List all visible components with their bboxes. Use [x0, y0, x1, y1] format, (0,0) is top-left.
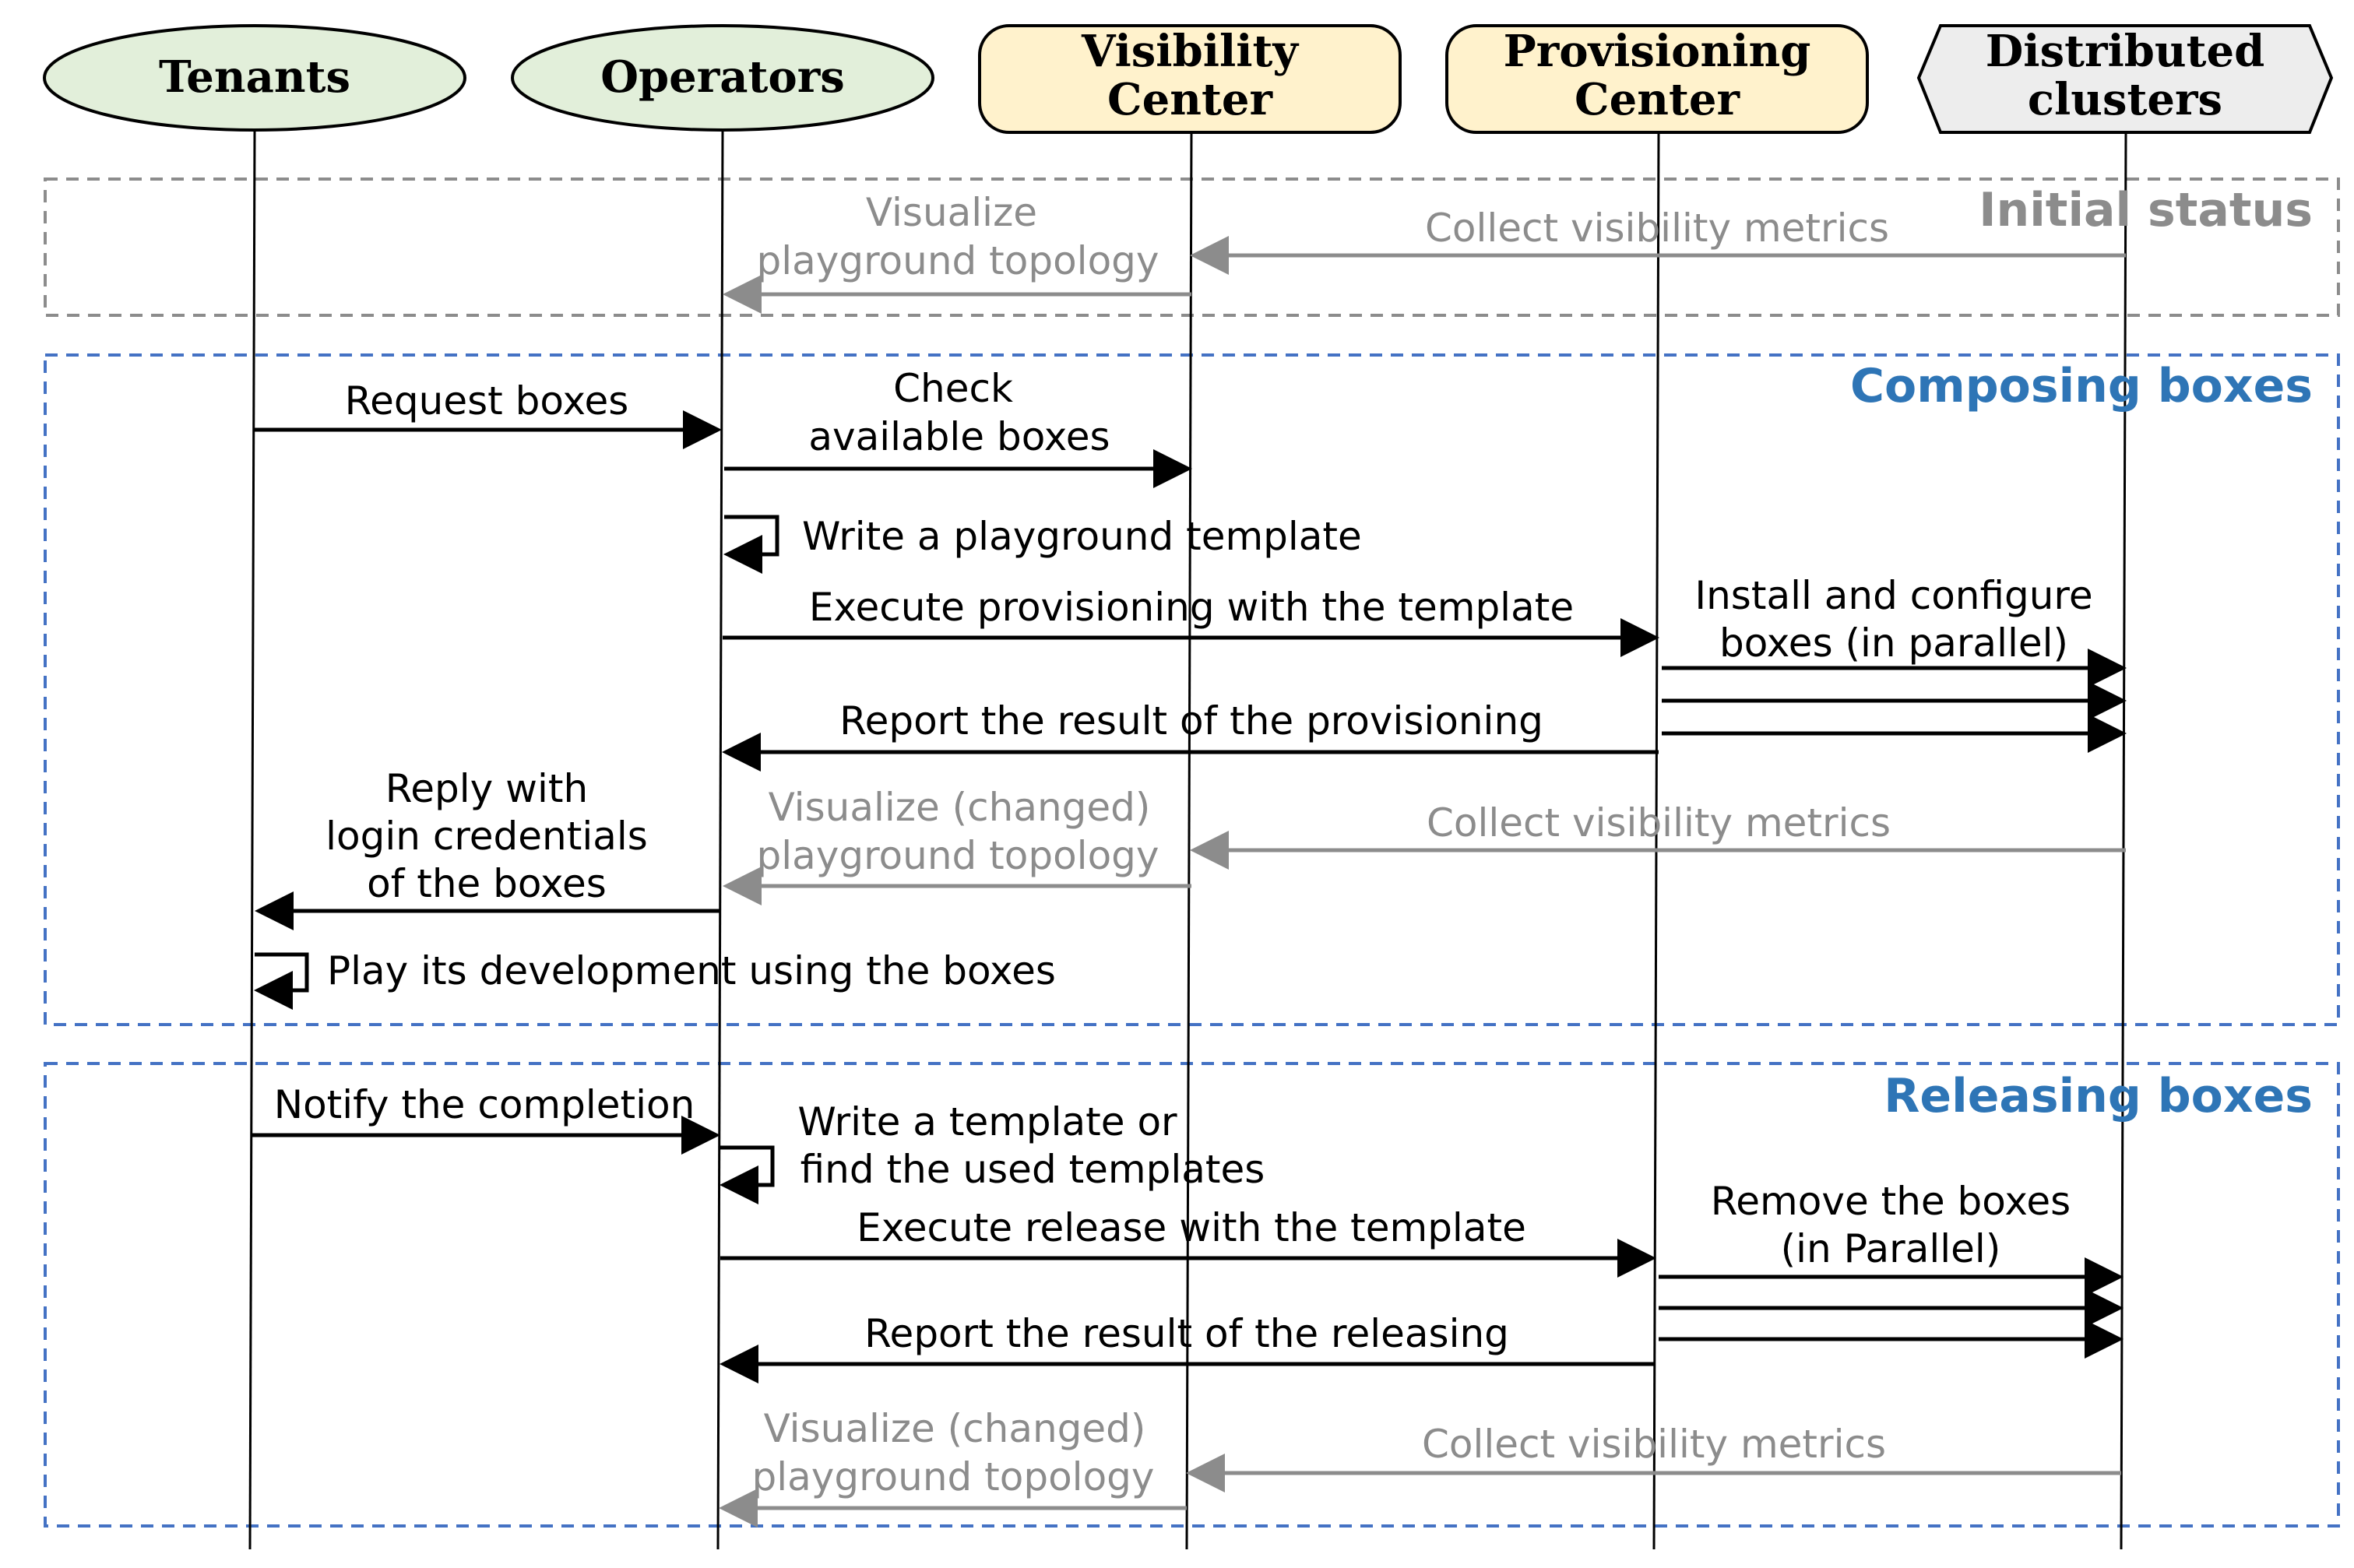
tenants-lifeline: [248, 130, 256, 1550]
releasing-boxes-title: Releasing boxes: [1884, 1069, 2313, 1123]
visibility-center-label-line-2: Center: [1107, 74, 1273, 125]
initial-visualize-label-line-2: playground topology: [757, 238, 1159, 283]
participant-tenants: Tenants: [43, 24, 466, 132]
execute-provisioning-label: Execute provisioning with the template: [809, 585, 1574, 630]
play-development-label: Play its development using the boxes: [327, 948, 1056, 993]
composing-boxes-title: Composing boxes: [1850, 359, 2313, 413]
execute-release-label: Execute release with the template: [857, 1205, 1526, 1250]
visibility-center-lifeline: [1185, 132, 1193, 1550]
participant-operators: Operators: [511, 24, 934, 132]
remove-boxes-label-line-1: Remove the boxes: [1711, 1179, 2071, 1224]
composing-collect-metrics-label: Collect visibility metrics: [1427, 800, 1891, 846]
reply-credentials-label-line-2: login credentials: [325, 814, 648, 859]
report-releasing-result-label: Report the result of the releasing: [864, 1311, 1509, 1356]
initial-collect-metrics-label: Collect visibility metrics: [1425, 206, 1889, 251]
distributed-clusters-label-line-2: clusters: [2028, 74, 2222, 125]
install-configure-label-line-2: boxes (in parallel): [1719, 621, 2068, 666]
initial-visualize-label-line-1: Visualize: [866, 190, 1037, 235]
provisioning-center-label-line-2: Center: [1575, 74, 1740, 125]
composing-visualize-label-line-2: playground topology: [757, 833, 1159, 878]
participant-provisioning-center: Provisioning Center: [1445, 24, 1869, 134]
provisioning-center-label-line-1: Provisioning: [1504, 26, 1811, 77]
check-available-boxes-label-line-2: available boxes: [808, 414, 1110, 459]
tenants-label: Tenants: [159, 51, 350, 103]
releasing-boxes-frame: [44, 1062, 2340, 1528]
remove-boxes-label-line-2: (in Parallel): [1781, 1226, 2001, 1271]
write-template-self-arrow: [720, 1145, 775, 1204]
write-template-label-line-1: Write a template or: [797, 1099, 1177, 1144]
initial-status-title: Initial status: [1979, 183, 2313, 237]
write-playground-template-self-arrow: [723, 515, 779, 574]
reply-credentials-label-line-3: of the boxes: [367, 861, 607, 906]
releasing-visualize-label-line-2: playground topology: [752, 1454, 1155, 1499]
report-provisioning-result-label: Report the result of the provisioning: [839, 698, 1543, 744]
write-template-label-line-2: find the used templates: [801, 1147, 1265, 1192]
composing-visualize-label-line-1: Visualize (changed): [769, 785, 1151, 830]
operators-lifeline: [716, 130, 724, 1550]
check-available-boxes-label-line-1: Check: [893, 366, 1013, 411]
write-playground-template-label: Write a playground template: [802, 514, 1362, 559]
notify-completion-label: Notify the completion: [274, 1082, 695, 1127]
visibility-center-label-line-1: Visibility: [1081, 26, 1299, 77]
releasing-visualize-label-line-1: Visualize (changed): [764, 1406, 1146, 1451]
request-boxes-label: Request boxes: [345, 378, 629, 424]
releasing-collect-metrics-label: Collect visibility metrics: [1422, 1422, 1886, 1467]
distributed-clusters-lifeline: [2120, 132, 2127, 1550]
participant-visibility-center: Visibility Center: [978, 24, 1402, 134]
participant-distributed-clusters: Distributed clusters: [1916, 24, 2334, 134]
provisioning-center-lifeline: [1652, 132, 1660, 1550]
play-development-self-arrow: [254, 952, 309, 1010]
composing-boxes-frame: [44, 353, 2340, 1026]
distributed-clusters-label-line-1: Distributed: [1986, 26, 2265, 77]
install-configure-label-line-1: Install and configure: [1694, 573, 2092, 618]
operators-label: Operators: [600, 51, 845, 103]
reply-credentials-label-line-1: Reply with: [385, 766, 588, 811]
